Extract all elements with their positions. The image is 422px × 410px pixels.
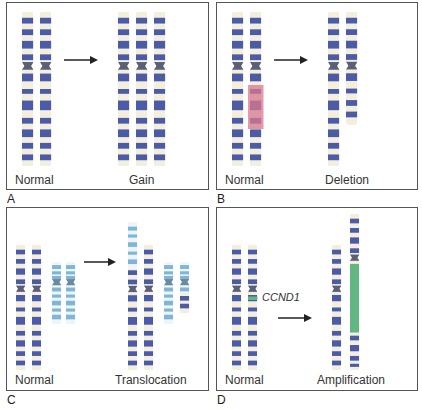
figure-panel: NormalTranslocationC [6, 207, 209, 391]
panel-letter: C [7, 393, 16, 407]
state-label: Normal [225, 373, 264, 387]
state-label: Gain [129, 173, 154, 187]
state-label: Normal [225, 173, 264, 187]
figure-panel: NormalDeletionB [216, 2, 418, 190]
panel-letter: A [7, 192, 15, 206]
figure-panel: CCND1NormalAmplificationD [216, 207, 418, 391]
gene-label: CCND1 [261, 290, 301, 304]
panel-letter: D [217, 393, 226, 407]
state-label: Deletion [325, 173, 369, 187]
state-label: Normal [15, 173, 54, 187]
state-label: Normal [15, 373, 54, 387]
panel-letter: B [217, 192, 225, 206]
state-label: Translocation [115, 373, 187, 387]
figure-panel: NormalGainA [6, 2, 209, 190]
state-label: Amplification [317, 373, 385, 387]
